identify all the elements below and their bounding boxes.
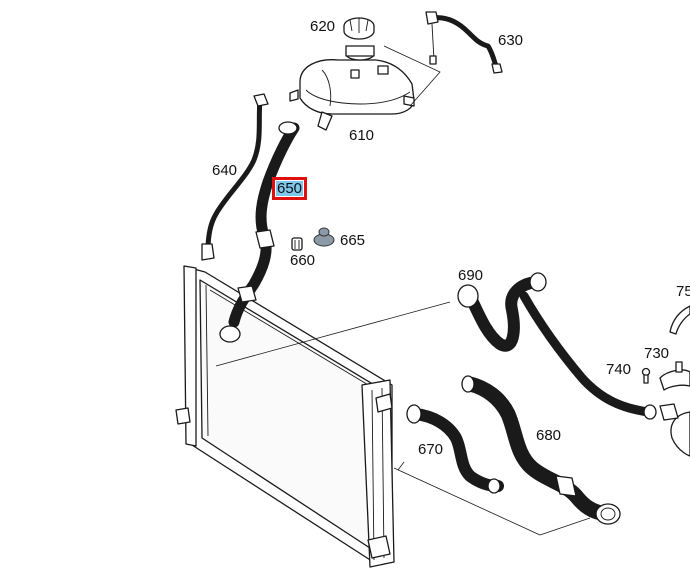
screw-740[interactable] bbox=[641, 367, 651, 384]
cap-665[interactable] bbox=[313, 227, 335, 247]
callout-740[interactable]: 740 bbox=[606, 361, 632, 378]
hose-650[interactable] bbox=[219, 121, 300, 343]
hose-680[interactable] bbox=[461, 375, 621, 525]
callout-730[interactable]: 730 bbox=[644, 345, 670, 362]
part-75x[interactable] bbox=[659, 305, 690, 457]
callout-665[interactable]: 665 bbox=[340, 232, 366, 249]
callout-75x[interactable]: 75 bbox=[676, 283, 690, 300]
hose-670[interactable] bbox=[406, 404, 504, 494]
expansion-tank[interactable] bbox=[289, 45, 415, 131]
hose-690[interactable] bbox=[457, 272, 657, 420]
callout-690[interactable]: 690 bbox=[458, 267, 484, 284]
callout-640[interactable]: 640 bbox=[212, 162, 238, 179]
callout-670[interactable]: 670 bbox=[418, 441, 444, 458]
hose-640[interactable] bbox=[201, 93, 269, 261]
callout-610[interactable]: 610 bbox=[349, 127, 375, 144]
vent-line[interactable] bbox=[425, 11, 503, 74]
tank-cap[interactable] bbox=[343, 17, 375, 40]
radiator[interactable] bbox=[175, 265, 395, 568]
callout-620[interactable]: 620 bbox=[310, 18, 336, 35]
clamp-730[interactable] bbox=[659, 361, 690, 391]
callout-680[interactable]: 680 bbox=[536, 427, 562, 444]
callout-660[interactable]: 660 bbox=[290, 252, 316, 269]
callout-630[interactable]: 630 bbox=[498, 32, 524, 49]
fitting-660[interactable] bbox=[291, 237, 303, 251]
callout-650-selected[interactable]: 650 bbox=[271, 177, 308, 200]
